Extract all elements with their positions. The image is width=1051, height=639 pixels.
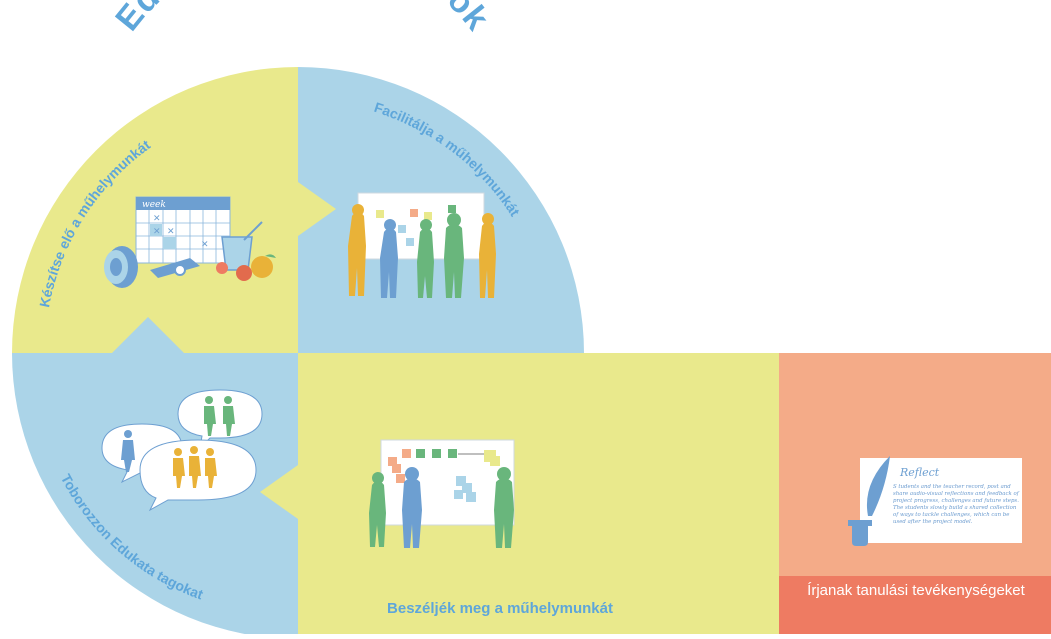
calendar-icon: week ✕ ✕ ✕ ✕ (135, 196, 231, 264)
tape-roll-icon (104, 246, 138, 288)
phase-label-discuss: Beszéljék meg a műhelymunkát (387, 600, 613, 617)
svg-text:✕: ✕ (153, 213, 161, 223)
scissors-icon (150, 258, 200, 278)
calendar-week-label: week (142, 200, 166, 210)
discuss-panel (298, 353, 779, 634)
people-group-facilitate (348, 204, 496, 298)
reflect-card-body: S tudents and the teacher record, post a… (893, 484, 1019, 525)
quill-ink-icon (848, 456, 890, 546)
reflect-card-title: Reflect (899, 466, 940, 479)
fruit-icon (216, 254, 276, 281)
svg-text:✕: ✕ (201, 239, 209, 249)
svg-text:✕: ✕ (153, 226, 161, 236)
arrow-discuss-to-recruit (260, 465, 298, 519)
people-group-discuss (369, 467, 514, 548)
recap-footer (779, 576, 1051, 634)
speech-bubble-bottom (139, 439, 257, 512)
diagram-title: Edukata modell fázisok (108, 0, 497, 38)
phase-label-recap: Írjanak tanulási tevékenységeket (807, 582, 1025, 599)
discussion-board-icon (380, 439, 515, 526)
arrow-prepare-to-facilitate (298, 182, 336, 236)
arrow-recruit-to-prepare (112, 317, 184, 353)
svg-text:✕: ✕ (167, 226, 175, 236)
speech-bubble-top (177, 389, 263, 450)
